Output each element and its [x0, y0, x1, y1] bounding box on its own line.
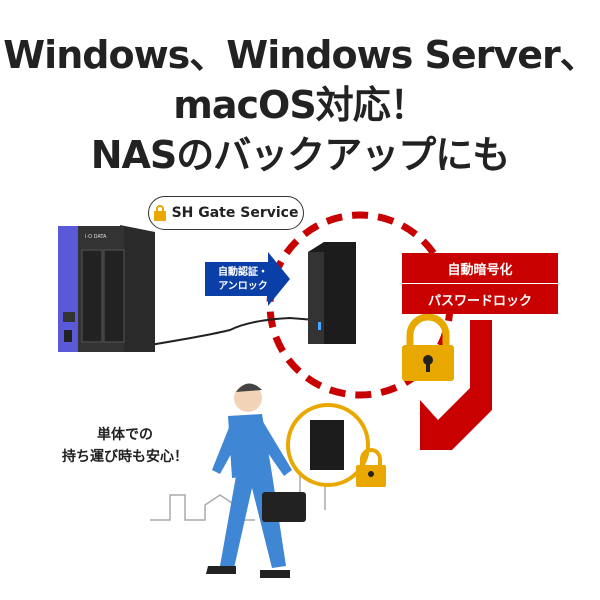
auto-auth-line1: 自動認証・ — [218, 267, 268, 278]
sh-gate-service-badge: SH Gate Service — [148, 196, 304, 230]
portable-note: 単体での 持ち運び時も安心！ — [40, 424, 210, 468]
red-down-arrow — [420, 320, 492, 450]
auto-auth-line2: アンロック — [218, 281, 268, 292]
badge-label: SH Gate Service — [171, 205, 299, 221]
note-line1: 単体での — [97, 427, 153, 443]
headline-line3: NASのバックアップにも — [90, 133, 511, 177]
blue-arrow — [205, 252, 290, 306]
padlock-icon — [402, 313, 454, 381]
padlock-icon — [153, 205, 166, 221]
feature-password-lock: パスワードロック — [402, 284, 558, 314]
cable — [149, 316, 316, 346]
feature-auto-encryption: 自動暗号化 — [402, 253, 558, 283]
auto-auth-label: 自動認証・ アンロック — [208, 266, 278, 294]
small-padlock-icon — [356, 448, 386, 487]
nas-device: I·O DATA — [58, 225, 155, 352]
headline-line2: macOS対応！ — [173, 83, 427, 127]
headline-line1: Windows、Windows Server、 — [3, 33, 597, 77]
note-line2: 持ち運び時も安心！ — [62, 449, 188, 465]
nas-brand: I·O DATA — [85, 234, 107, 240]
businessman — [206, 383, 306, 578]
external-hdd — [308, 242, 356, 344]
